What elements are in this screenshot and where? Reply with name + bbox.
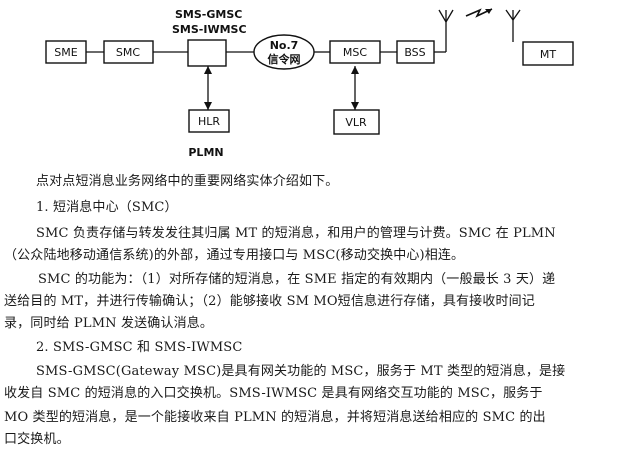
- text-line: SMS-GMSC(Gateway MSC)是具有网关功能的 MSC，服务于 MT…: [36, 364, 566, 379]
- hlr-label: HLR: [198, 115, 220, 128]
- no7-network-ellipse: [253, 34, 315, 70]
- text-line: MO 类型的短消息，是一个能接收来自 PLMN 的短消息，并将短消息送给相应的 …: [4, 410, 546, 425]
- vlr-label: VLR: [345, 116, 367, 129]
- heading-smc: 1. 短消息中心（SMC）: [36, 200, 178, 215]
- hlr-box: [188, 109, 230, 133]
- msc-label: MSC: [343, 46, 367, 59]
- no7-label-line2: 信令网: [268, 52, 301, 66]
- msc-box: [329, 40, 381, 64]
- mt-box: [522, 41, 574, 66]
- no7-label-line1: No.7: [270, 39, 299, 52]
- gateway-box: [187, 39, 227, 67]
- text-line: 送给目的 MT，并进行传输确认；（2）能够接收 SM MO短信息进行存储，具有接…: [4, 294, 535, 309]
- gateway-label-line1: SMS-GMSC: [175, 8, 242, 21]
- gateway-label-line2: SMS-IWMSC: [172, 23, 247, 36]
- smc-box: [103, 40, 154, 64]
- sme-box: [45, 40, 87, 64]
- heading-gmsc-iwmsc: 2. SMS-GMSC 和 SMS-IWMSC: [36, 340, 243, 355]
- text-line: 录，同时给 PLMN 发送确认消息。: [4, 316, 214, 331]
- text-line: 口交换机。: [4, 432, 70, 447]
- mt-label: MT: [540, 48, 556, 61]
- bss-box: [396, 40, 435, 64]
- text-line: SMC 负责存储与转发发往其归属 MT 的短消息，和用户的管理与计费。SMC 在…: [36, 226, 556, 241]
- plmn-label: PLMN: [188, 146, 223, 159]
- paragraph-intro: 点对点短消息业务网络中的重要网络实体介绍如下。: [36, 174, 339, 189]
- text-line: 收发自 SMC 的短消息的入口交换机。SMS-IWMSC 是具有网络交互功能的 …: [4, 386, 543, 401]
- bss-label: BSS: [404, 46, 425, 59]
- sme-label: SME: [54, 46, 77, 59]
- vlr-box: [333, 109, 380, 135]
- smc-label: SMC: [116, 46, 140, 59]
- text-line: （公众陆地移动通信系统)的外部，通过专用接口与 MSC(移动交换中心)相连。: [4, 248, 465, 263]
- network-diagram: SME SMC SMS-GMSC SMS-IWMSC No.7 信令网 MSC …: [45, 8, 574, 159]
- text-line: SMC 的功能为：（1）对所存储的短消息，在 SME 指定的有效期内（一般最长 …: [38, 272, 556, 287]
